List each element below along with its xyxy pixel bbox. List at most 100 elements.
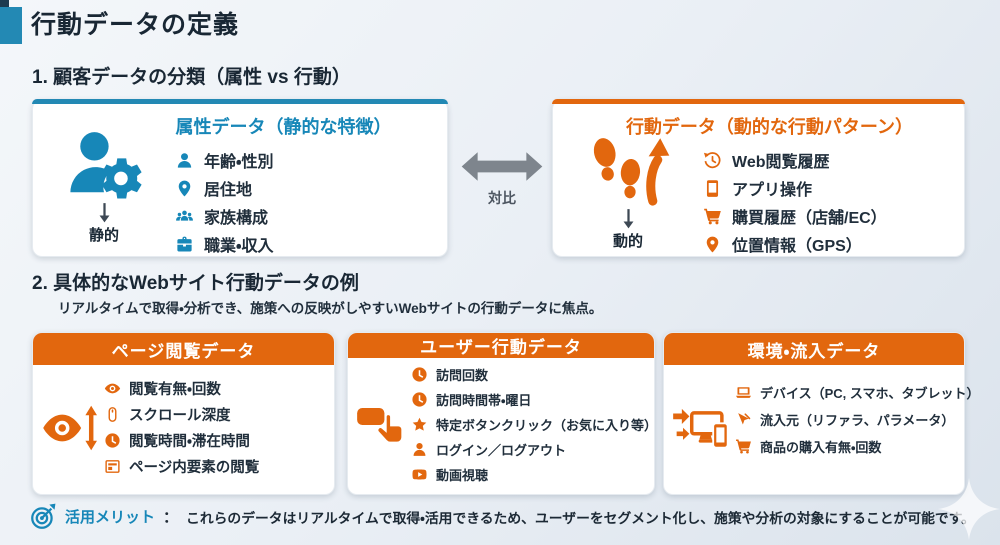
list-item: 動画視聴 <box>411 462 657 487</box>
section1-heading: 1. 顧客データの分類（属性 vs 行動） <box>32 67 351 88</box>
eye-icon <box>104 380 121 397</box>
list-item-label: 閲覧有無・回数 <box>129 382 221 398</box>
list-item-label: 訪問時間帯・曜日 <box>436 393 532 408</box>
list-item-label: 閲覧時間・滞在時間 <box>129 434 250 450</box>
list-item-label: 年齢・性別 <box>204 154 274 171</box>
map-pin-icon <box>703 235 722 254</box>
devices-inflow-icon <box>672 401 730 455</box>
list-item: アプリ操作 <box>703 174 964 202</box>
user-behavior-data-card: ユーザー行動データ 訪問回数 訪問時間帯・曜日 特定ボタンクリック（お気に入り等… <box>347 332 657 495</box>
list-item: デバイス（PC, スマホ、タブレット） <box>735 379 980 406</box>
page-title: 行動データの定義 <box>31 11 240 39</box>
clock-icon <box>411 391 428 408</box>
behavior-data-card: 行動データ（動的な行動パターン） 動的 Web閲覧履歴 アプリ操作 購買履歴（店… <box>552 99 965 257</box>
attribute-feature-column: 静的 <box>33 126 175 245</box>
environment-card-header: 環境・流入データ <box>664 333 964 365</box>
list-item-label: 居住地 <box>204 182 253 199</box>
hand-click-icon <box>356 400 406 450</box>
list-item: 位置情報（GPS） <box>703 230 964 258</box>
footer-note: 活用メリット ： これらのデータはリアルタイムで取得・活用できるため、ユーザーをセ… <box>30 503 990 530</box>
list-item-label: アプリ操作 <box>732 182 813 199</box>
compare-label: 対比 <box>488 190 516 206</box>
list-item-label: 流入元（リファラ、パラメータ） <box>760 413 955 428</box>
section2-heading: 2. 具体的なWebサイト行動データの例 <box>32 273 359 294</box>
laptop-icon <box>735 384 752 401</box>
accent-teal-bar <box>0 7 22 44</box>
list-item: スクロール深度 <box>104 402 259 428</box>
family-icon <box>175 207 194 226</box>
attribute-item-list: 年齢・性別 居住地 家族構成 職業・収入 <box>175 146 447 258</box>
star-icon <box>411 416 428 433</box>
list-item: 居住地 <box>175 174 447 202</box>
list-item-label: Web閲覧履歴 <box>732 154 830 171</box>
double-arrow-icon <box>460 148 544 185</box>
list-item: 商品の購入有無・回数 <box>735 433 980 460</box>
environment-item-list: デバイス（PC, スマホ、タブレット） 流入元（リファラ、パラメータ） 商品の購… <box>735 379 980 460</box>
page-view-data-card: ページ閲覧データ 閲覧有無・回数 スクロール深度 閲覧時間・滞在時間 ページ内要… <box>32 332 335 495</box>
footer-note-label: 活用メリット <box>65 509 156 526</box>
video-play-icon <box>411 466 428 483</box>
user-behavior-item-list: 訪問回数 訪問時間帯・曜日 特定ボタンクリック（お気に入り等） ログイン／ログア… <box>411 362 657 487</box>
list-item-label: 家族構成 <box>204 210 269 227</box>
list-item-label: 職業・収入 <box>204 238 274 255</box>
compare-block: 対比 <box>455 148 549 208</box>
list-item-label: 商品の購入有無・回数 <box>760 440 882 455</box>
referral-cursor-icon <box>735 411 752 428</box>
person-icon <box>411 441 428 458</box>
footer-note-separator: ： <box>163 509 179 526</box>
list-item: 閲覧有無・回数 <box>104 376 259 402</box>
list-item-label: 位置情報（GPS） <box>732 238 862 255</box>
list-item-label: デバイス（PC, スマホ、タブレット） <box>760 386 980 401</box>
attribute-data-card: 属性データ（静的な特徴） 静的 年齢・性別 居住地 家族構成 職業・収入 <box>32 99 448 257</box>
person-gear-icon <box>63 126 145 200</box>
history-clock-icon <box>703 151 722 170</box>
list-item: 職業・収入 <box>175 230 447 258</box>
list-item: 訪問時間帯・曜日 <box>411 387 657 412</box>
cart-icon <box>703 207 722 226</box>
list-item-label: 購買履歴（店舗/EC） <box>732 210 887 227</box>
cart-icon <box>735 438 752 455</box>
list-item-label: スクロール深度 <box>129 408 231 424</box>
target-icon <box>30 503 57 530</box>
list-item: 年齢・性別 <box>175 146 447 174</box>
map-pin-icon <box>175 179 194 198</box>
page-view-item-list: 閲覧有無・回数 スクロール深度 閲覧時間・滞在時間 ページ内要素の閲覧 <box>104 376 259 480</box>
list-item: 閲覧時間・滞在時間 <box>104 428 259 454</box>
mouse-scroll-icon <box>104 406 121 423</box>
person-icon <box>175 151 194 170</box>
list-item: Web閲覧履歴 <box>703 146 964 174</box>
footprints-arrow-icon <box>582 130 674 206</box>
smartphone-icon <box>703 179 722 198</box>
dynamic-state-label: 動的 <box>612 233 643 250</box>
eye-scroll-icon <box>41 401 99 455</box>
section2-subtitle: リアルタイムで取得・分析でき、施策への反映がしやすいWebサイトの行動データに焦… <box>58 301 603 316</box>
sparkle-icon <box>938 478 1000 540</box>
list-item-label: 訪問回数 <box>436 368 489 383</box>
list-item: ログイン／ログアウト <box>411 437 657 462</box>
static-state-label: 静的 <box>88 227 119 244</box>
list-item: 購買履歴（店舗/EC） <box>703 202 964 230</box>
clock-icon <box>104 432 121 449</box>
user-behavior-card-header: ユーザー行動データ <box>348 333 654 358</box>
accent-navy-square <box>0 0 9 11</box>
clock-icon <box>411 366 428 383</box>
environment-inflow-data-card: 環境・流入データ デバイス（PC, スマホ、タブレット） 流入元（リファラ、パラ… <box>663 332 980 495</box>
attribute-card-title: 属性データ（静的な特徴） <box>175 117 392 137</box>
list-item-label: ログイン／ログアウト <box>436 443 567 458</box>
list-item: ページ内要素の閲覧 <box>104 454 259 480</box>
behavior-feature-column: 動的 <box>553 130 703 251</box>
page-view-card-header: ページ閲覧データ <box>33 333 334 365</box>
behavior-card-title: 行動データ（動的な行動パターン） <box>625 117 914 137</box>
list-item-label: 特定ボタンクリック（お気に入り等） <box>436 418 658 433</box>
list-item: 流入元（リファラ、パラメータ） <box>735 406 980 433</box>
list-item: 家族構成 <box>175 202 447 230</box>
list-item-label: ページ内要素の閲覧 <box>129 460 260 476</box>
behavior-item-list: Web閲覧履歴 アプリ操作 購買履歴（店舗/EC） 位置情報（GPS） <box>703 146 964 258</box>
briefcase-icon <box>175 235 194 254</box>
arrow-down-icon <box>97 202 112 223</box>
page-layout-icon <box>104 458 121 475</box>
footer-note-text: これらのデータはリアルタイムで取得・活用できるため、ユーザーをセグメント化し、施… <box>186 510 975 526</box>
list-item: 特定ボタンクリック（お気に入り等） <box>411 412 657 437</box>
list-item: 訪問回数 <box>411 362 657 387</box>
